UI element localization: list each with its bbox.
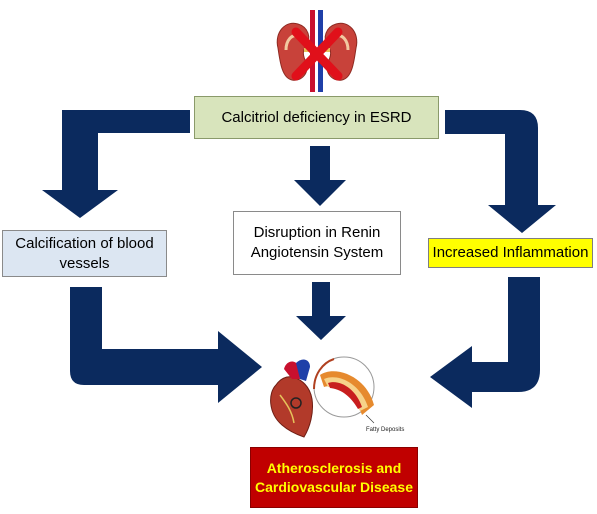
heart-and-artery-icon: Fatty Deposits: [270, 356, 404, 438]
node-calcitriol-deficiency: Calcitriol deficiency in ESRD: [194, 96, 439, 139]
heart-icon: [270, 359, 313, 438]
node-label: Calcitriol deficiency in ESRD: [221, 108, 412, 126]
fatty-deposits-label: Fatty Deposits: [366, 427, 404, 433]
artery-icon: Fatty Deposits: [313, 356, 404, 433]
node-label: Calcification of blood vessels: [15, 234, 154, 272]
arrow-inflammation-to-disease: [430, 277, 540, 408]
node-inflammation: Increased Inflammation: [428, 238, 593, 268]
arrow-renin-to-disease: [296, 282, 346, 340]
arrow-calcification-to-disease: [70, 287, 262, 403]
kidneys-crossed-out-icon: [276, 10, 358, 92]
node-label: Atherosclerosis and Cardiovascular Disea…: [255, 459, 413, 495]
arrow-to-calcification: [42, 110, 190, 218]
arrow-to-renin: [294, 146, 346, 206]
arrow-to-inflammation: [445, 110, 556, 233]
node-calcification: Calcification of blood vessels: [2, 230, 167, 277]
node-renin-angiotensin: Disruption in Renin Angiotensin System: [233, 211, 401, 275]
node-atherosclerosis: Atherosclerosis and Cardiovascular Disea…: [250, 447, 418, 508]
node-label: Increased Inflammation: [432, 244, 589, 261]
node-label: Disruption in Renin Angiotensin System: [250, 224, 384, 261]
